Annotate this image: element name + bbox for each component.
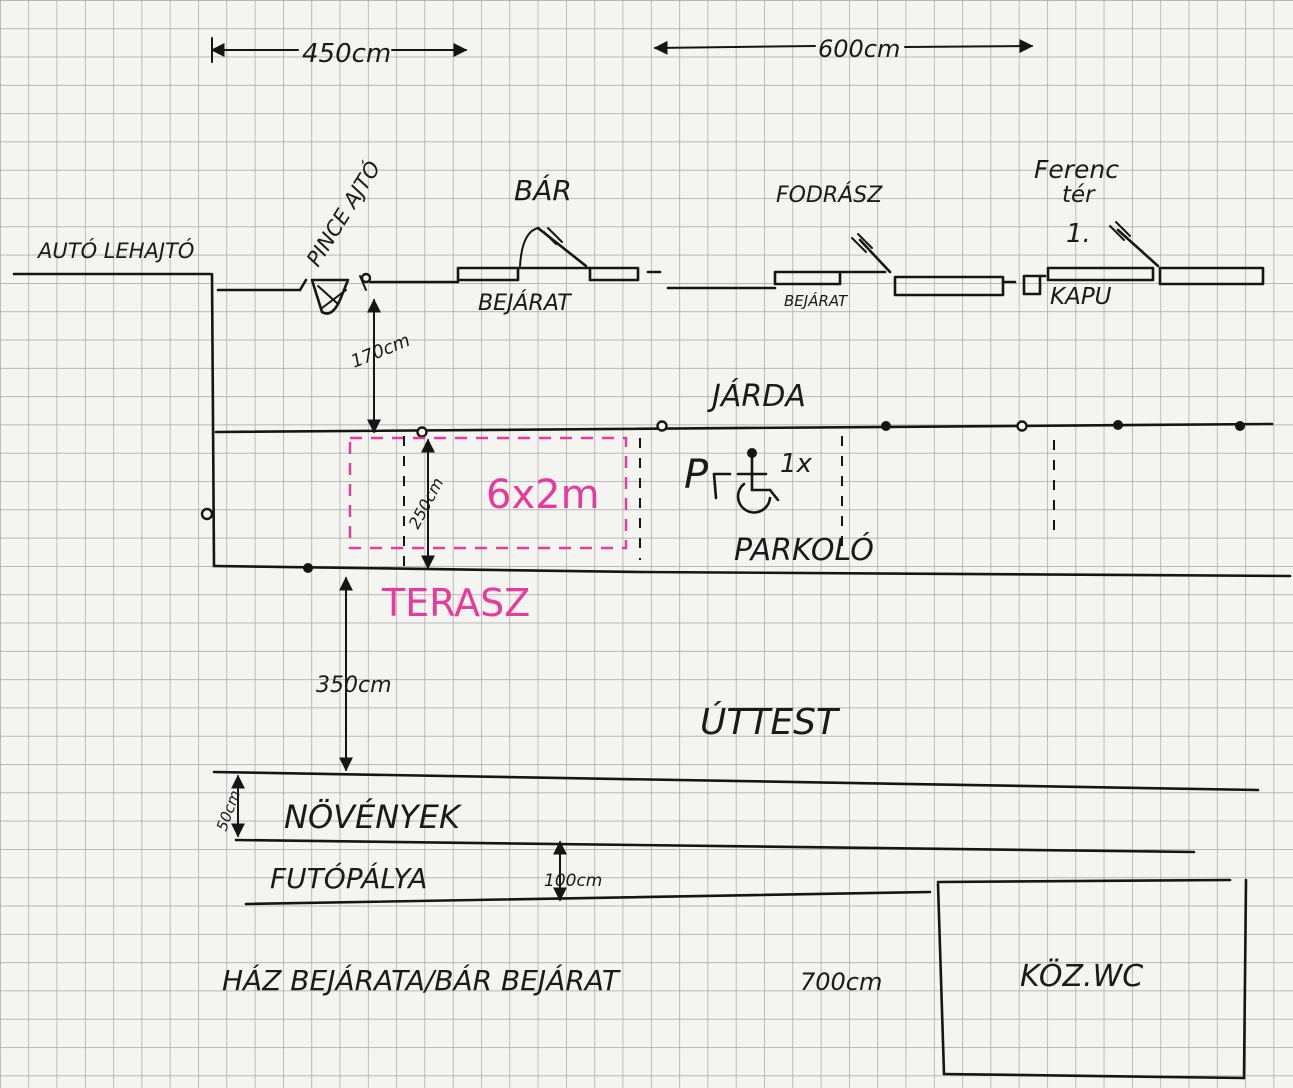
label-fodrasz: FODRÁSZ	[776, 182, 883, 208]
label-haz-bejarata: HÁZ BEJÁRATA/BÁR BEJÁRAT	[222, 963, 621, 997]
dimension-700-label: 700cm	[800, 968, 882, 996]
label-parkolo: PARKOLÓ	[734, 531, 874, 568]
cellar-door	[310, 272, 372, 315]
dimension-100-label: 100cm	[544, 871, 602, 891]
planting-strip: 50cm NÖVÉNYEK	[212, 770, 1260, 854]
terrace-area: 6x2m TERASZ	[348, 436, 628, 625]
label-novenyek: NÖVÉNYEK	[284, 798, 463, 836]
label-ferenc-ter-line1: Ferenc	[1034, 155, 1119, 184]
building-facade	[12, 270, 1047, 292]
facade-windows	[456, 266, 1265, 297]
label-koz-wc: KÖZ.WC	[1020, 958, 1143, 994]
label-auto-lehajto: AUTÓ LEHAJTÓ	[36, 238, 194, 263]
bar-door-swing	[516, 226, 592, 270]
parking-count-label: 1x	[780, 449, 813, 479]
label-terasz: TERASZ	[381, 581, 530, 625]
label-futopalya: FUTÓPÁLYA	[270, 861, 427, 895]
label-ferenc-ter-line3: 1.	[1066, 219, 1091, 249]
dimension-450-label: 450cm	[302, 39, 391, 69]
dimension-450: 450cm	[210, 37, 468, 69]
public-toilet: KÖZ.WC	[936, 878, 1248, 1080]
wheelchair-icon	[712, 448, 780, 514]
dimension-350: 350cm	[316, 576, 392, 772]
left-boundary	[200, 272, 216, 568]
dimension-600: 600cm	[653, 35, 1034, 63]
road-edge-line	[212, 563, 1292, 578]
label-bejarat-fodrasz: BEJÁRAT	[784, 291, 849, 310]
label-uttest: ÚTTEST	[700, 701, 841, 743]
label-bar: BÁR	[514, 173, 572, 207]
label-ferenc-ter-line2: tér	[1062, 182, 1096, 208]
hairdresser-door-swing	[838, 233, 892, 274]
gate-door-swing	[1109, 221, 1160, 268]
sidewalk-curb-line	[214, 420, 1274, 438]
dimension-350-label: 350cm	[316, 673, 392, 698]
running-track: FUTÓPÁLYA 100cm	[244, 840, 1232, 906]
dimension-600-label: 600cm	[818, 35, 900, 63]
label-kapu: KAPU	[1050, 284, 1112, 310]
label-bejarat-bar: BEJÁRAT	[478, 290, 572, 316]
parking-p-sign: P	[684, 452, 709, 498]
label-jarda: JÁRDA	[707, 378, 806, 414]
parking-area: P 1x PARKOLÓ	[639, 436, 1055, 568]
terrace-size-label: 6x2m	[486, 472, 600, 518]
